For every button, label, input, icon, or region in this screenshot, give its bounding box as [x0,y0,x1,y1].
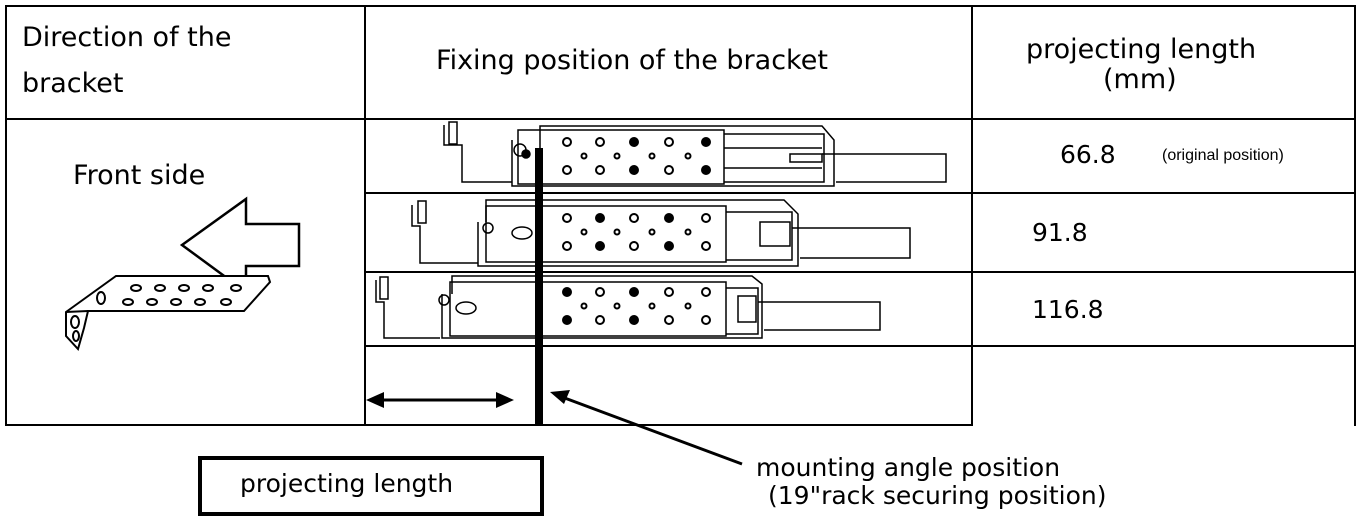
mounting-angle-pointer-arrow-icon [550,390,743,466]
table-border-bottom-left [5,424,973,426]
row-2-value: 91.8 [1032,218,1088,247]
mounting-angle-label-line2: (19"rack securing position) [768,481,1107,510]
row-divider-2 [364,271,1356,273]
row-divider-3 [364,345,1356,347]
header-direction-line1: Direction of the [22,22,232,53]
rail-drawing-row-3 [375,275,881,339]
projecting-length-label: projecting length [240,469,454,498]
projecting-length-double-arrow-icon [366,392,514,408]
row-divider-1 [364,192,1356,194]
table-border-top [5,5,1356,7]
table-border-left [5,5,7,426]
front-side-label: Front side [73,160,206,191]
mounting-angle-label-line1: mounting angle position [756,453,1061,482]
row-1-value: 66.8 [1060,140,1116,169]
row-1-note: (original position) [1162,147,1284,164]
table-col-divider-1 [364,5,366,426]
row-3-value: 116.8 [1032,295,1104,324]
rail-drawing-row-1 [443,121,947,187]
header-projecting-line2: (mm) [1103,64,1177,95]
mounting-angle-line [535,148,543,426]
rail-drawing-row-2 [411,199,911,267]
front-direction-arrow-icon [179,196,301,295]
table-header-divider [5,118,1356,120]
header-projecting-line1: projecting length [1026,34,1257,65]
header-direction-line2: bracket [22,68,124,99]
header-fixing-position: Fixing position of the bracket [436,45,828,76]
table-col-divider-2 [971,5,973,426]
table-border-right [1354,5,1356,426]
bracket-illustration-icon [65,275,272,351]
projecting-length-box [198,456,544,516]
